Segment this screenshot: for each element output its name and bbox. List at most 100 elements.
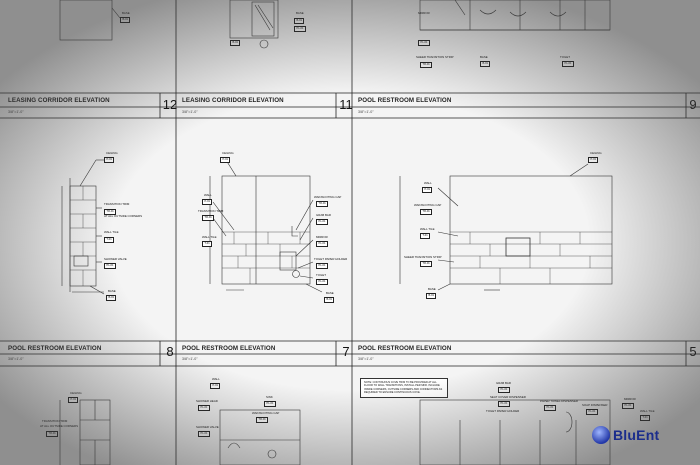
callout-label: CEILING: [106, 151, 118, 155]
callout-label: SOAP DISPENSER: [582, 403, 608, 407]
panel-number: 8: [166, 344, 174, 359]
finish-tag: PL-01: [198, 431, 210, 437]
callout-label: TOILET PAPER HOLDER: [486, 409, 520, 413]
finish-tag: TR-01: [420, 62, 433, 68]
callout-label: MIRROR: [316, 235, 328, 239]
finish-tag: PL-01: [544, 405, 556, 411]
panel-number: 9: [689, 97, 697, 112]
finish-tag: B-01: [106, 295, 117, 301]
finish-tag: P-01: [68, 397, 79, 403]
callout-label: WAINSCOTING CAP: [314, 195, 342, 199]
finish-tag: T-01: [104, 237, 115, 243]
finish-tag: P-01: [210, 383, 221, 389]
callout-label: SHOWER VALVE: [104, 257, 127, 261]
callout-label: WALL TILE: [202, 235, 217, 239]
callout-label: AT ALL OUTSIDE CORNERS: [40, 424, 79, 428]
finish-tag: P-01: [588, 157, 599, 163]
finish-tag: PL-01: [622, 403, 634, 409]
general-note: NOTE: CONTINUOUS COVE TRIM TO BE PROVIDE…: [360, 378, 448, 398]
callout-label: TOILET: [316, 273, 327, 277]
brand-name: BluEnt: [613, 427, 660, 443]
callout-label: SHOWER VALVE: [196, 425, 219, 429]
panel-title: LEASING CORRIDOR ELEVATION: [182, 97, 284, 104]
callout-label: TRANSITION TRIM: [198, 209, 224, 213]
finish-tag: TR-01: [46, 431, 59, 437]
finish-tag: B-01: [480, 61, 491, 67]
finish-tag: TR-01: [256, 417, 269, 423]
finish-tag: B-01: [230, 40, 241, 46]
finish-tag: P-01: [104, 157, 115, 163]
finish-tag: B-01: [426, 293, 437, 299]
brand-watermark: BluEnt: [592, 426, 659, 444]
finish-tag: P-01: [422, 187, 433, 193]
panel-scale: 3/8"=1'-0": [182, 110, 198, 114]
callout-label: WALL TILE: [640, 409, 655, 413]
finish-tag: PL-01: [264, 401, 276, 407]
callout-label: SHOWER HEAD: [196, 399, 218, 403]
callout-label: BASE: [480, 55, 488, 59]
finish-tag: PL-01: [198, 405, 210, 411]
callout-label: TOILET PAPER HOLDER: [314, 257, 348, 261]
finish-tag: T-01: [640, 415, 651, 421]
finish-tag: PL-01: [418, 40, 430, 46]
callout-label: TRANSITION TRIM: [42, 419, 68, 423]
finish-tag: PL-01: [562, 61, 574, 67]
callout-label: WALL TILE: [420, 227, 435, 231]
callout-label: WALL TILE: [104, 230, 119, 234]
panel-title: LEASING CORRIDOR ELEVATION: [8, 97, 110, 104]
callout-label: SHEER TRANSITION STRIP: [404, 255, 442, 259]
panel-scale: 3/8"=1'-0": [8, 110, 24, 114]
panel-scale: 3/8"=1'-0": [8, 357, 24, 361]
callout-label: WALL: [424, 181, 432, 185]
finish-tag: T-01: [420, 233, 431, 239]
callout-label: BASE: [326, 291, 334, 295]
panel-number: 5: [689, 344, 697, 359]
finish-tag: PL-01: [498, 401, 510, 407]
panel-number: 7: [342, 344, 350, 359]
panel-title: POOL RESTROOM ELEVATION: [182, 345, 276, 352]
finish-tag: TR-01: [316, 201, 329, 207]
finish-tag: PL-01: [498, 387, 510, 393]
finish-tag: TR-01: [202, 215, 215, 221]
callout-label: GRAB BAR: [316, 213, 331, 217]
callout-label: CEILING: [70, 391, 82, 395]
finish-tag: PL-01: [316, 279, 328, 285]
finish-tag: PL-01: [104, 263, 116, 269]
panel-scale: 3/8"=1'-0": [182, 357, 198, 361]
callout-label: CEILING: [222, 151, 234, 155]
finish-tag: PL-01: [316, 263, 328, 269]
panel-scale: 3/8"=1'-0": [358, 110, 374, 114]
finish-tag: PL-01: [316, 219, 328, 225]
callout-label: TRANSITION TRIM: [104, 202, 130, 206]
callout-label: TOILET: [560, 55, 571, 59]
callout-label: SHEER TRANSITION STRIP: [416, 55, 454, 59]
callout-label: BASE: [296, 11, 304, 15]
callout-label: PAPER TOWEL DISPENSER: [540, 399, 578, 403]
finish-tag: PL-01: [294, 26, 306, 32]
globe-icon: [592, 426, 610, 444]
finish-tag: T-01: [202, 241, 213, 247]
panel-title: POOL RESTROOM ELEVATION: [358, 345, 452, 352]
finish-tag: B-01: [120, 17, 131, 23]
callout-label: MIRROR: [418, 11, 430, 15]
panel-number: 12: [162, 97, 178, 112]
callout-label: WAINSCOTING CAP: [252, 411, 280, 415]
finish-tag: PL-01: [316, 241, 328, 247]
callout-label: WALL: [212, 377, 220, 381]
finish-tag: B-01: [324, 297, 335, 303]
finish-tag: P-01: [220, 157, 231, 163]
callout-label: CEILING: [590, 151, 602, 155]
callout-label: MIRROR: [624, 397, 636, 401]
callout-label: BASE: [428, 287, 436, 291]
finish-tag: PL-01: [586, 409, 598, 415]
finish-tag: B-01: [294, 18, 305, 24]
finish-tag: TR-01: [420, 261, 433, 267]
panel-scale: 3/8"=1'-0": [358, 357, 374, 361]
callout-label: BASE: [108, 289, 116, 293]
panel-number: 11: [339, 97, 353, 112]
panel-title: POOL RESTROOM ELEVATION: [358, 97, 452, 104]
callout-label: BASE: [122, 11, 130, 15]
callout-label: WAINSCOTING CAP: [414, 203, 442, 207]
callout-label: AT ALL OUTSIDE CORNERS: [104, 214, 143, 218]
